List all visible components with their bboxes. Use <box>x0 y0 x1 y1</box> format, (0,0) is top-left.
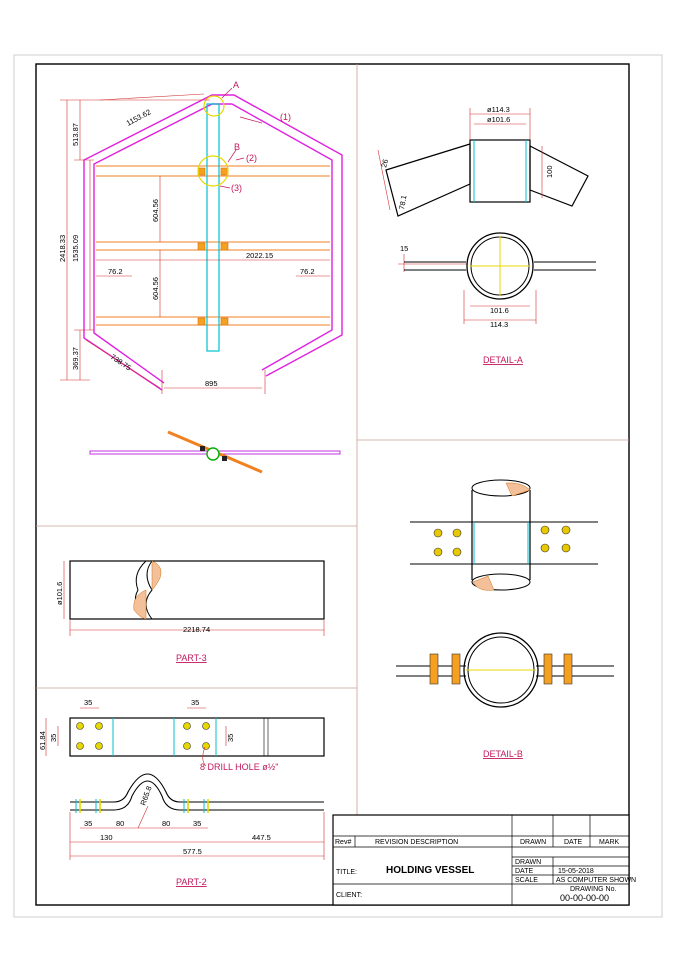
dim-604-b: 604.56 <box>151 277 160 300</box>
dim-2022: 2022.15 <box>246 251 273 260</box>
central-pipe <box>207 104 219 351</box>
detail-a-title: DETAIL-A <box>483 355 523 365</box>
detail-a-dim-114: ø114.3 <box>487 105 510 114</box>
part-2-drill-note: 8 DRILL HOLE ø½" <box>200 762 278 772</box>
detail-b-title: DETAIL-B <box>483 749 523 759</box>
dim-76-left: 76.2 <box>108 267 123 276</box>
scale-label: SCALE <box>515 877 538 884</box>
part-2-title: PART-2 <box>176 877 207 887</box>
drawing-no-label: DRAWING No. <box>570 886 616 893</box>
part-3-title: PART-3 <box>176 653 207 663</box>
part-2-dim-35-bottom-b: 35 <box>193 819 201 828</box>
dim-604-a: 604.56 <box>151 199 160 222</box>
detail-a-view: ø114.3 ø101.6 26 78.1 100 15 101.6 114.3… <box>378 105 596 365</box>
detail-a-dim-26: 26 <box>379 158 390 168</box>
client-label: CLIENT: <box>336 892 362 899</box>
rev-label: Rev# <box>335 839 351 846</box>
callout-a: A <box>233 80 239 90</box>
dim-2418: 2418.33 <box>58 235 67 262</box>
detail-b-view: DETAIL-B <box>396 480 614 759</box>
callout-part-2: (2) <box>246 153 257 163</box>
drawn-col-header: DRAWN <box>520 839 546 846</box>
outer-border <box>14 55 662 917</box>
rev-desc-header: REVISION DESCRIPTION <box>375 839 458 846</box>
part-2-dim-35-top-b: 35 <box>191 698 199 707</box>
support-beams <box>96 166 330 325</box>
dim-738: 738.75 <box>109 352 133 372</box>
part-2-dim-35-bottom-a: 35 <box>84 819 92 828</box>
part-3-dim-dia: ø101.6 <box>55 582 64 605</box>
clamp-blocks <box>198 168 228 325</box>
drawing-no-value: 00-00-00-00 <box>560 893 609 903</box>
part-2-view: 35 35 61.84 35 35 8 DRILL HOLE ø½" R65.8… <box>38 698 324 887</box>
main-vessel-view: A B (1) (2) (3) 513.87 1153.62 <box>58 80 342 394</box>
part-2-dim-447: 447.5 <box>252 833 271 842</box>
part-2-dim-61: 61.84 <box>38 731 47 750</box>
date-value: 15-05-2018 <box>558 868 594 875</box>
part-2-dim-130: 130 <box>100 833 113 842</box>
part-2-dim-80-a: 80 <box>116 819 124 828</box>
mark-col-header: MARK <box>599 839 620 846</box>
detail-a-dim-78: 78.1 <box>397 194 408 210</box>
dim-513: 513.87 <box>71 123 80 146</box>
date-col-header: DATE <box>564 839 582 846</box>
part-2-dim-35-right: 35 <box>226 734 235 742</box>
part-3-dim-len: 2218.74 <box>183 625 210 634</box>
detail-a-dim-101-bottom: 101.6 <box>490 306 509 315</box>
part-3-view: ø101.6 2218.74 PART-3 <box>55 561 324 663</box>
part-2-dim-r65: R65.8 <box>138 785 153 807</box>
scale-value: AS COMPUTER SHOWN <box>556 877 636 884</box>
detail-a-dim-114-bottom: 114.3 <box>490 320 508 329</box>
callout-b: B <box>234 142 240 152</box>
dim-895: 895 <box>205 379 218 388</box>
dim-1535: 1535.09 <box>71 235 80 262</box>
part-2-dim-577: 577.5 <box>183 847 202 856</box>
dim-76-right: 76.2 <box>300 267 315 276</box>
detail-a-dim-100: 100 <box>545 165 554 178</box>
detail-a-dim-15: 15 <box>400 244 408 253</box>
detail-a-dim-101: ø101.6 <box>487 115 510 124</box>
part-2-dim-80-b: 80 <box>162 819 170 828</box>
callout-part-1: (1) <box>280 112 291 122</box>
part-2-dim-35-top-a: 35 <box>84 698 92 707</box>
vessel-inner-wall <box>94 104 332 383</box>
dim-369: 369.37 <box>71 347 80 370</box>
part-2-dim-35-left: 35 <box>49 734 58 742</box>
dim-1153: 1153.62 <box>125 107 153 127</box>
plan-view <box>90 432 340 472</box>
title-label: TITLE: <box>336 869 357 876</box>
callout-part-3: (3) <box>231 183 242 193</box>
title-block: Rev# REVISION DESCRIPTION DRAWN DATE MAR… <box>333 815 636 905</box>
date-label: DATE <box>515 868 533 875</box>
drawing-title: HOLDING VESSEL <box>386 865 474 876</box>
drawn-label: DRAWN <box>515 859 541 866</box>
